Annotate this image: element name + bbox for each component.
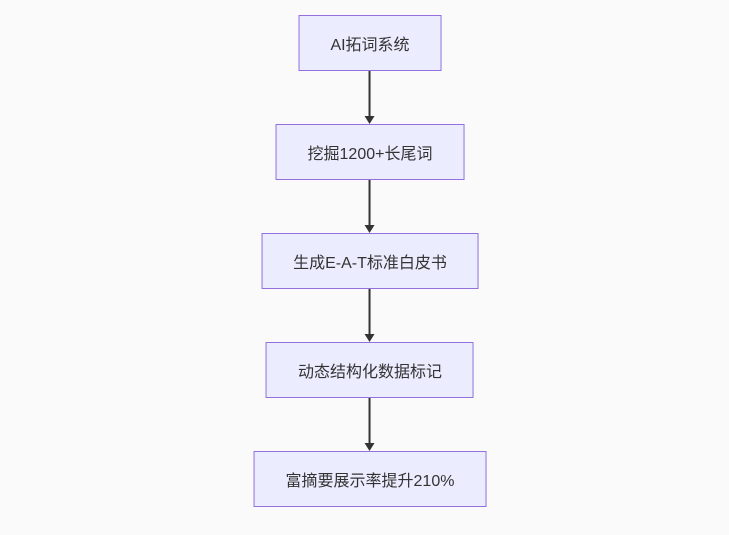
flow-node-label: 动态结构化数据标记 — [297, 364, 442, 381]
edge-line — [369, 180, 371, 227]
edge-line — [369, 289, 371, 336]
flow-node-n5: 富摘要展示率提升210% — [253, 451, 487, 507]
flow-edge-n3-n4 — [360, 289, 380, 342]
flow-node-n2: 挖掘1200+长尾词 — [275, 124, 465, 180]
flow-node-label: AI拓词系统 — [330, 37, 410, 54]
flow-node-label: 生成E-A-T标准白皮书 — [293, 255, 447, 272]
edge-line — [369, 71, 371, 118]
flow-edge-n1-n2 — [360, 71, 380, 124]
flow-node-label: 富摘要展示率提升210% — [285, 473, 455, 490]
flow-node-n4: 动态结构化数据标记 — [265, 342, 474, 398]
flow-column: AI拓词系统挖掘1200+长尾词生成E-A-T标准白皮书动态结构化数据标记富摘要… — [253, 15, 487, 507]
flow-node-n1: AI拓词系统 — [298, 15, 442, 71]
flow-edge-n4-n5 — [360, 398, 380, 451]
flow-edge-n2-n3 — [360, 180, 380, 233]
arrowhead-down-icon — [365, 334, 375, 342]
edge-line — [369, 398, 371, 445]
arrowhead-down-icon — [365, 225, 375, 233]
flow-node-n3: 生成E-A-T标准白皮书 — [261, 233, 479, 289]
arrowhead-down-icon — [365, 443, 375, 451]
arrowhead-down-icon — [365, 116, 375, 124]
flow-node-label: 挖掘1200+长尾词 — [307, 146, 433, 163]
